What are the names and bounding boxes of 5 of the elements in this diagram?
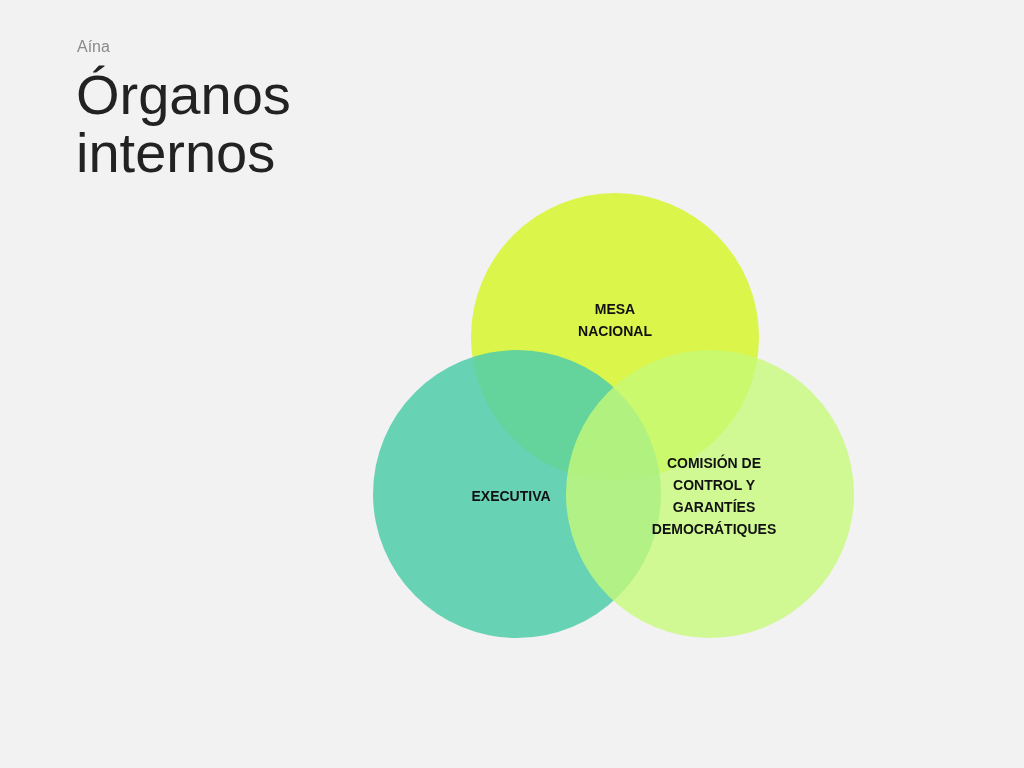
kicker-text: Aína <box>77 38 110 56</box>
circle-label: EXECUTIVA <box>470 487 552 506</box>
circle-label: MESA NACIONAL <box>577 300 653 341</box>
slide-title: Órganos internos <box>76 66 292 182</box>
circle-label: COMISIÓN DE CONTROL Y GARANTÍES DEMOCRÁTIQUES <box>650 453 778 539</box>
